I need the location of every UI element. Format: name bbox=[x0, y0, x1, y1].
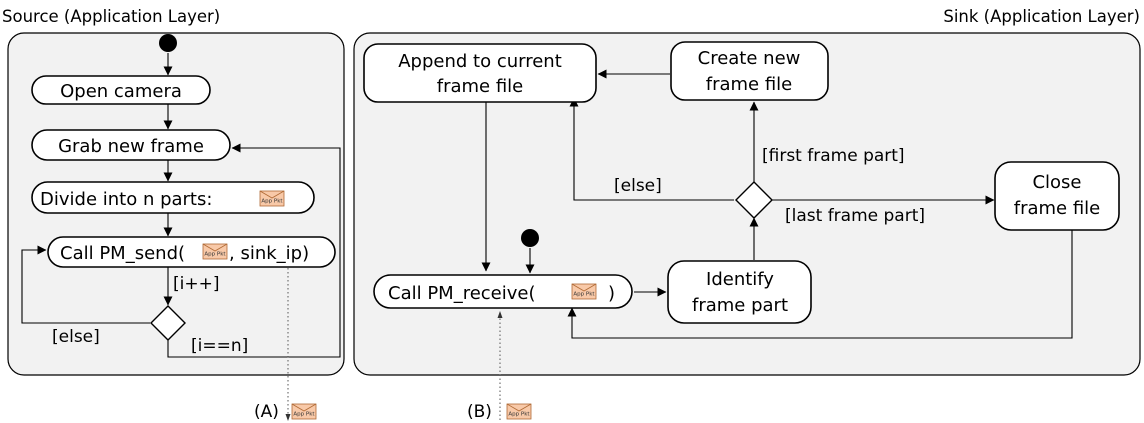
identify-label-2: frame part bbox=[692, 295, 788, 316]
guard-done: [i==n] bbox=[191, 336, 248, 356]
packet-envelope-icon: App Pkt bbox=[202, 243, 228, 260]
svg-text:App Pkt: App Pkt bbox=[508, 412, 530, 418]
sink-lane-title: Sink (Application Layer) bbox=[943, 7, 1140, 26]
edge-close-to-receive bbox=[567, 230, 1073, 339]
append-node bbox=[363, 43, 597, 103]
receive-suffix-label: ) bbox=[608, 283, 615, 304]
grab-frame-node bbox=[31, 129, 231, 161]
guard-last-part: [last frame part] bbox=[785, 206, 925, 226]
svg-text:App Pkt: App Pkt bbox=[293, 412, 315, 418]
sink-decision-node bbox=[735, 181, 773, 219]
receive-prefix-label: Call PM_receive( bbox=[388, 283, 536, 304]
svg-text:App Pkt: App Pkt bbox=[204, 252, 226, 258]
edge-source-else-loop bbox=[21, 245, 150, 324]
source-lane-title: Source (Application Layer) bbox=[2, 7, 220, 26]
divide-node bbox=[31, 181, 315, 214]
packet-envelope-icon: App Pkt bbox=[291, 403, 317, 420]
append-label-2: frame file bbox=[437, 76, 524, 97]
guard-increment: [i++] bbox=[173, 274, 219, 294]
interface-b-arrowhead bbox=[497, 311, 503, 318]
guard-source-else: [else] bbox=[52, 327, 100, 347]
append-label-1: Append to current bbox=[398, 51, 562, 72]
grab-frame-label: Grab new frame bbox=[58, 136, 204, 157]
send-node bbox=[47, 236, 336, 268]
edge-source-done-loop bbox=[167, 143, 341, 358]
guard-sink-else: [else] bbox=[614, 176, 662, 196]
open-camera-label: Open camera bbox=[60, 81, 182, 102]
sink-start-node bbox=[521, 229, 539, 247]
interface-b-label: (B) bbox=[467, 402, 492, 422]
packet-envelope-icon: App Pkt bbox=[571, 283, 597, 300]
identify-label-1: Identify bbox=[706, 269, 774, 290]
packet-envelope-icon: App Pkt bbox=[259, 190, 285, 207]
send-prefix-label: Call PM_send( bbox=[60, 243, 185, 264]
svg-text:App Pkt: App Pkt bbox=[261, 199, 283, 205]
source-start-node bbox=[159, 34, 177, 52]
close-label-1: Close bbox=[1032, 172, 1081, 193]
close-node bbox=[994, 161, 1120, 231]
open-camera-node bbox=[31, 75, 211, 105]
interface-a-label: (A) bbox=[254, 402, 279, 422]
send-suffix-label: , sink_ip) bbox=[229, 243, 309, 264]
create-label-2: frame file bbox=[706, 74, 793, 95]
edge-sink-else bbox=[569, 97, 734, 201]
receive-node bbox=[373, 274, 633, 309]
packet-envelope-icon: App Pkt bbox=[506, 403, 532, 420]
guard-first-part: [first frame part] bbox=[762, 146, 905, 166]
identify-node bbox=[667, 260, 812, 324]
create-node bbox=[670, 41, 829, 101]
interface-a-arrowhead bbox=[285, 414, 291, 421]
source-decision-node bbox=[150, 305, 186, 341]
close-label-2: frame file bbox=[1014, 198, 1101, 219]
divide-label: Divide into n parts: bbox=[40, 189, 212, 210]
create-label-1: Create new bbox=[698, 48, 801, 69]
svg-text:App Pkt: App Pkt bbox=[573, 292, 595, 298]
